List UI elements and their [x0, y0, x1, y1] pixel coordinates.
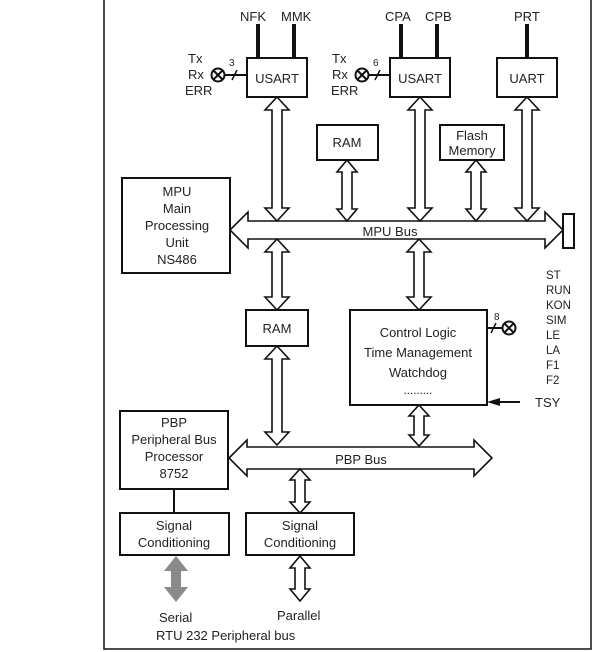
usart-2-label: USART: [398, 71, 442, 86]
serial-label: Serial: [159, 610, 192, 625]
diagram-frame: [103, 0, 592, 650]
status-signal-le: LE: [546, 330, 560, 342]
mpu-line-1: MPU: [163, 184, 192, 199]
usart-1-signal-rx: Rx: [188, 67, 204, 82]
serial-arrow: [164, 556, 188, 602]
uart-to-bus-arrow: [513, 95, 541, 223]
status-signal-f1: F1: [546, 360, 559, 372]
bus-to-ram-mid-arrow: [263, 237, 291, 312]
bus-width-slash: [490, 322, 497, 334]
pbp-bus-arrow: [227, 438, 494, 478]
bus-width-slash: [374, 69, 381, 81]
usart-2-signal-rx: Rx: [332, 67, 348, 82]
sigcond-2-line-1: Signal: [282, 518, 318, 533]
diagram-caption: RTU 232 Peripheral bus: [156, 628, 296, 643]
lamp-icon: [354, 67, 370, 83]
ram-mid-label: RAM: [263, 321, 292, 336]
pbp-line-3: Processor: [145, 449, 204, 464]
mpu-line-2: Main: [163, 201, 191, 216]
status-signal-st: ST: [546, 270, 561, 282]
sigcond-2-line-2: Conditioning: [264, 535, 336, 550]
control-line-2: Time Management: [364, 345, 472, 360]
signal-conditioning-2-block: [245, 512, 355, 556]
lamp-icon: [210, 67, 226, 83]
pbp-block: [119, 410, 229, 490]
status-signal-sim: SIM: [546, 315, 566, 327]
ram-mid-block: [245, 309, 309, 347]
mpu-line-4: Unit: [165, 235, 189, 250]
lamp-icon: [501, 320, 517, 336]
mpu-bus-terminator: [562, 213, 575, 249]
mpu-block: [121, 177, 231, 274]
usart-1-to-bus-arrow: [263, 95, 291, 223]
sigcond-1-line-2: Conditioning: [138, 535, 210, 550]
flash-label-1: Flash: [456, 128, 488, 143]
usart-2-to-bus-arrow: [406, 95, 434, 223]
uart-block: [496, 57, 558, 98]
ram-mid-to-pbp-bus-arrow: [263, 344, 291, 447]
pbp-bus-label: PBP Bus: [335, 452, 387, 467]
tsy-input-arrow: [487, 398, 520, 406]
label-nfk: NFK: [240, 9, 266, 24]
tsy-label: TSY: [535, 395, 561, 410]
control-to-pbp-bus-arrow: [407, 403, 431, 448]
pbp-line-4: 8752: [160, 466, 189, 481]
uart-label: UART: [509, 71, 544, 86]
control-line-3: Watchdog: [389, 365, 447, 380]
label-prt: PRT: [514, 9, 540, 24]
status-signal-kon: KON: [546, 300, 571, 312]
sigcond-1-line-1: Signal: [156, 518, 192, 533]
usart-2-signal-tx: Tx: [332, 51, 347, 66]
usart-2-bus-width: 6: [373, 58, 379, 69]
mpu-line-3: Processing: [145, 218, 209, 233]
usart-1-bus-width: 3: [229, 58, 235, 69]
label-cpa: CPA: [385, 9, 411, 24]
bus-width-slash: [231, 69, 238, 81]
status-signal-la: LA: [546, 345, 560, 357]
signal-conditioning-1-block: [119, 512, 230, 556]
mpu-bus-label: MPU Bus: [363, 224, 418, 239]
bus-to-control-arrow: [405, 237, 433, 312]
usart-1-signal-err: ERR: [185, 83, 212, 98]
flash-to-bus-arrow: [464, 158, 488, 223]
control-bus-width: 8: [494, 312, 500, 323]
control-line-1: Control Logic: [380, 325, 457, 340]
pbp-line-2: Peripheral Bus: [131, 432, 217, 447]
pbp-line-1: PBP: [161, 415, 187, 430]
status-signal-f2: F2: [546, 375, 559, 387]
ram-top-label: RAM: [333, 135, 362, 150]
parallel-label: Parallel: [277, 608, 320, 623]
ram-top-to-bus-arrow: [335, 158, 359, 223]
flash-memory-block: [439, 124, 505, 161]
usart-2-signal-err: ERR: [331, 83, 358, 98]
status-signal-run: RUN: [546, 285, 571, 297]
control-logic-block: [349, 309, 488, 406]
label-cpb: CPB: [425, 9, 452, 24]
control-line-4: .........: [404, 385, 433, 397]
mpu-line-5: NS486: [157, 252, 197, 267]
label-mmk: MMK: [281, 9, 312, 24]
flash-label-2: Memory: [449, 143, 496, 158]
parallel-arrow: [288, 554, 312, 603]
pbp-bus-to-sigcond-2-arrow: [288, 467, 312, 515]
usart-1-label: USART: [255, 71, 299, 86]
usart-1-signal-tx: Tx: [188, 51, 203, 66]
